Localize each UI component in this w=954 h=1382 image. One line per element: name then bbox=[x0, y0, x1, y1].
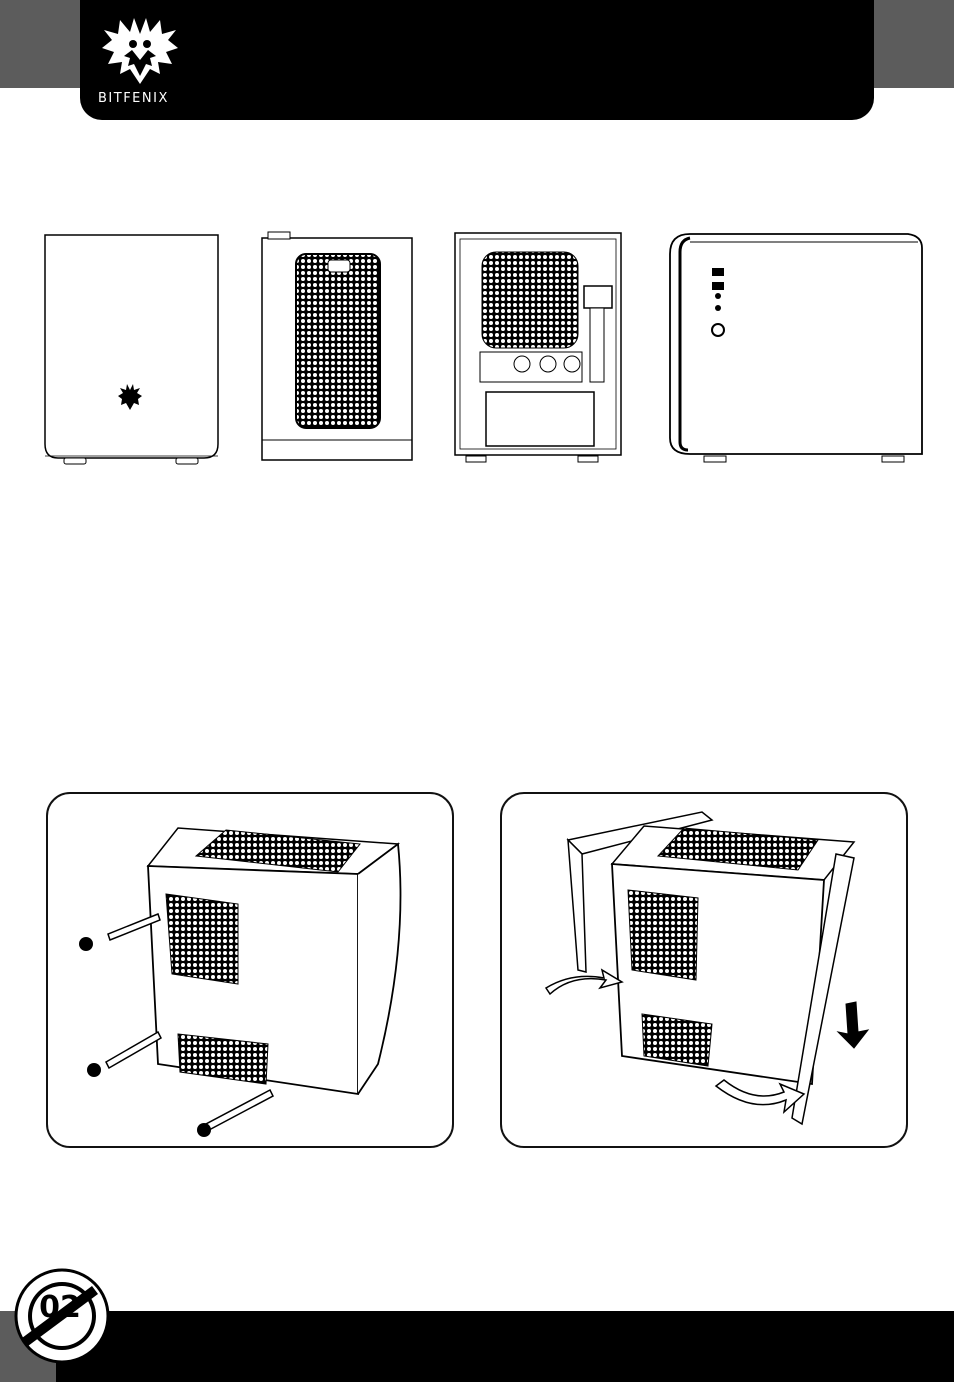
shell-removal-illustration-icon bbox=[502, 794, 908, 1148]
top-view bbox=[258, 228, 418, 468]
header-corner-left bbox=[0, 0, 80, 88]
brand-logo: BITFENIX bbox=[94, 14, 184, 106]
brand-wordmark: BITFENIX bbox=[98, 91, 169, 106]
page-number: 02 bbox=[30, 1290, 90, 1325]
step-remove-shell bbox=[500, 792, 908, 1148]
header-corner-right bbox=[874, 0, 954, 88]
thumbscrew-removal-illustration-icon bbox=[48, 794, 454, 1148]
side-view bbox=[664, 228, 930, 468]
step-remove-thumbscrews bbox=[46, 792, 454, 1148]
bitfenix-phoenix-logo-icon bbox=[100, 14, 180, 88]
header-bar: BITFENIX bbox=[80, 0, 874, 120]
rear-view bbox=[452, 230, 624, 468]
front-view bbox=[42, 232, 222, 468]
footer-bar bbox=[0, 1311, 954, 1382]
